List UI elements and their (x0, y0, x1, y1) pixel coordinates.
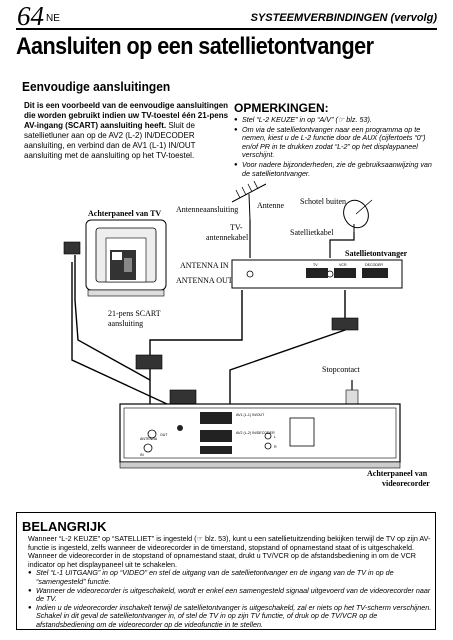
important-paragraph: Wanneer “L-2 KEUZE” op “SATELLIET” is in… (28, 534, 431, 552)
antenna-in-label: ANTENNA IN (180, 261, 229, 270)
scart-line-2: aansluiting (108, 319, 143, 328)
notes-title: OPMERKINGEN: (234, 101, 329, 115)
vcr-port-av1: AV1 (L-1) IN/OUT (236, 413, 265, 417)
satellite-receiver: TV VCR DECODER (231, 259, 403, 289)
section-title: SYSTEEMVERBINDINGEN (vervolg) (250, 12, 437, 24)
scart-line-1: 21-pens SCART (108, 309, 161, 318)
header-rule (16, 28, 437, 30)
receiver-port-tv: TV (313, 263, 318, 267)
note-item: Voor nadere bijzonderheden, zie de gebru… (234, 160, 434, 178)
tv-back-label: Achterpaneel van TV (88, 209, 161, 218)
vcr-back-line-1: Achterpaneel van (367, 469, 428, 478)
note-item: Stel “L-2 KEUZE” in op “A/V” (☞ blz. 53)… (234, 115, 434, 125)
page-number: 64 (17, 1, 44, 31)
vcr-rear-panel: AV1 (L-1) IN/OUT AV2 (L-2) IN/DECODER AN… (119, 403, 401, 463)
vcr-back-line-2: videorecorder (382, 479, 430, 488)
outlet-label: Stopcontact (322, 365, 361, 374)
connection-diagram: Achterpaneel van TV Antenneaansluiting A… (63, 180, 430, 488)
tv-antenna-cable-label: TV- antennekabel (206, 223, 249, 242)
important-item: Indien u de videorecorder inschakelt ter… (28, 603, 432, 630)
vcr-port-r: R (274, 445, 277, 449)
intro-bold: Dit is een voorbeeld van de eenvoudige a… (24, 101, 229, 130)
vcr-port-l: L (274, 435, 276, 439)
antenna-label: Antenne (257, 201, 285, 210)
important-paragraph: Wanneer de videorecorder in de stopstand… (28, 551, 416, 569)
receiver-port-decoder: DECODER (365, 263, 383, 267)
satellite-dish-illustration (343, 199, 373, 232)
section-subtitle: Eenvoudige aansluitingen (22, 79, 171, 94)
important-title: BELANGRIJK (22, 519, 107, 534)
vcr-back-label: Achterpaneel van videorecorder (367, 469, 430, 488)
intro-text: Dit is een voorbeeld van de eenvoudige a… (24, 101, 234, 161)
antenna-connection-label: Antenneaansluiting (176, 205, 238, 214)
receiver-label: Satellietontvanger (345, 249, 408, 258)
vcr-port-out: OUT (160, 433, 168, 437)
vcr-port-av2: AV2 (L-2) IN/DECODER (236, 431, 275, 435)
important-item: Stel “L-1 UITGANG” in op “VIDEO” en stel… (28, 569, 432, 586)
tv-antenna-cable-line-2: antennekabel (206, 233, 249, 242)
language-code: NE (46, 13, 60, 24)
antenna-out-label: ANTENNA OUT (176, 276, 233, 285)
antenna-illustration (231, 180, 267, 221)
vcr-port-in: IN (140, 453, 144, 457)
important-item: Wanneer de videorecorder is uitgeschakel… (28, 586, 432, 604)
tv-illustration (85, 219, 167, 297)
intro-normal: Sluit de satellietluner aan op de AV2 (L… (24, 121, 196, 160)
dish-label: Schotel buiten (300, 197, 346, 206)
vcr-port-antenna: ANTENNA (140, 437, 158, 441)
important-body: Wanneer “L-2 KEUZE” op “SATELLIET” is in… (28, 534, 432, 630)
notes-list: Stel “L-2 KEUZE” in op “A/V” (☞ blz. 53)… (234, 115, 434, 179)
receiver-port-vcr: VCR (339, 263, 347, 267)
satellite-cable-label: Satellietkabel (290, 228, 334, 237)
important-list: Stel “L-1 UITGANG” in op “VIDEO” en stel… (28, 569, 432, 629)
scart-label: 21-pens SCART aansluiting (108, 309, 163, 328)
page-title: Aansluiten op een satellietontvanger (16, 33, 374, 60)
tv-antenna-cable-line-1: TV- (230, 223, 243, 232)
note-item: Om via de satellietontvanger naar een pr… (234, 125, 434, 160)
